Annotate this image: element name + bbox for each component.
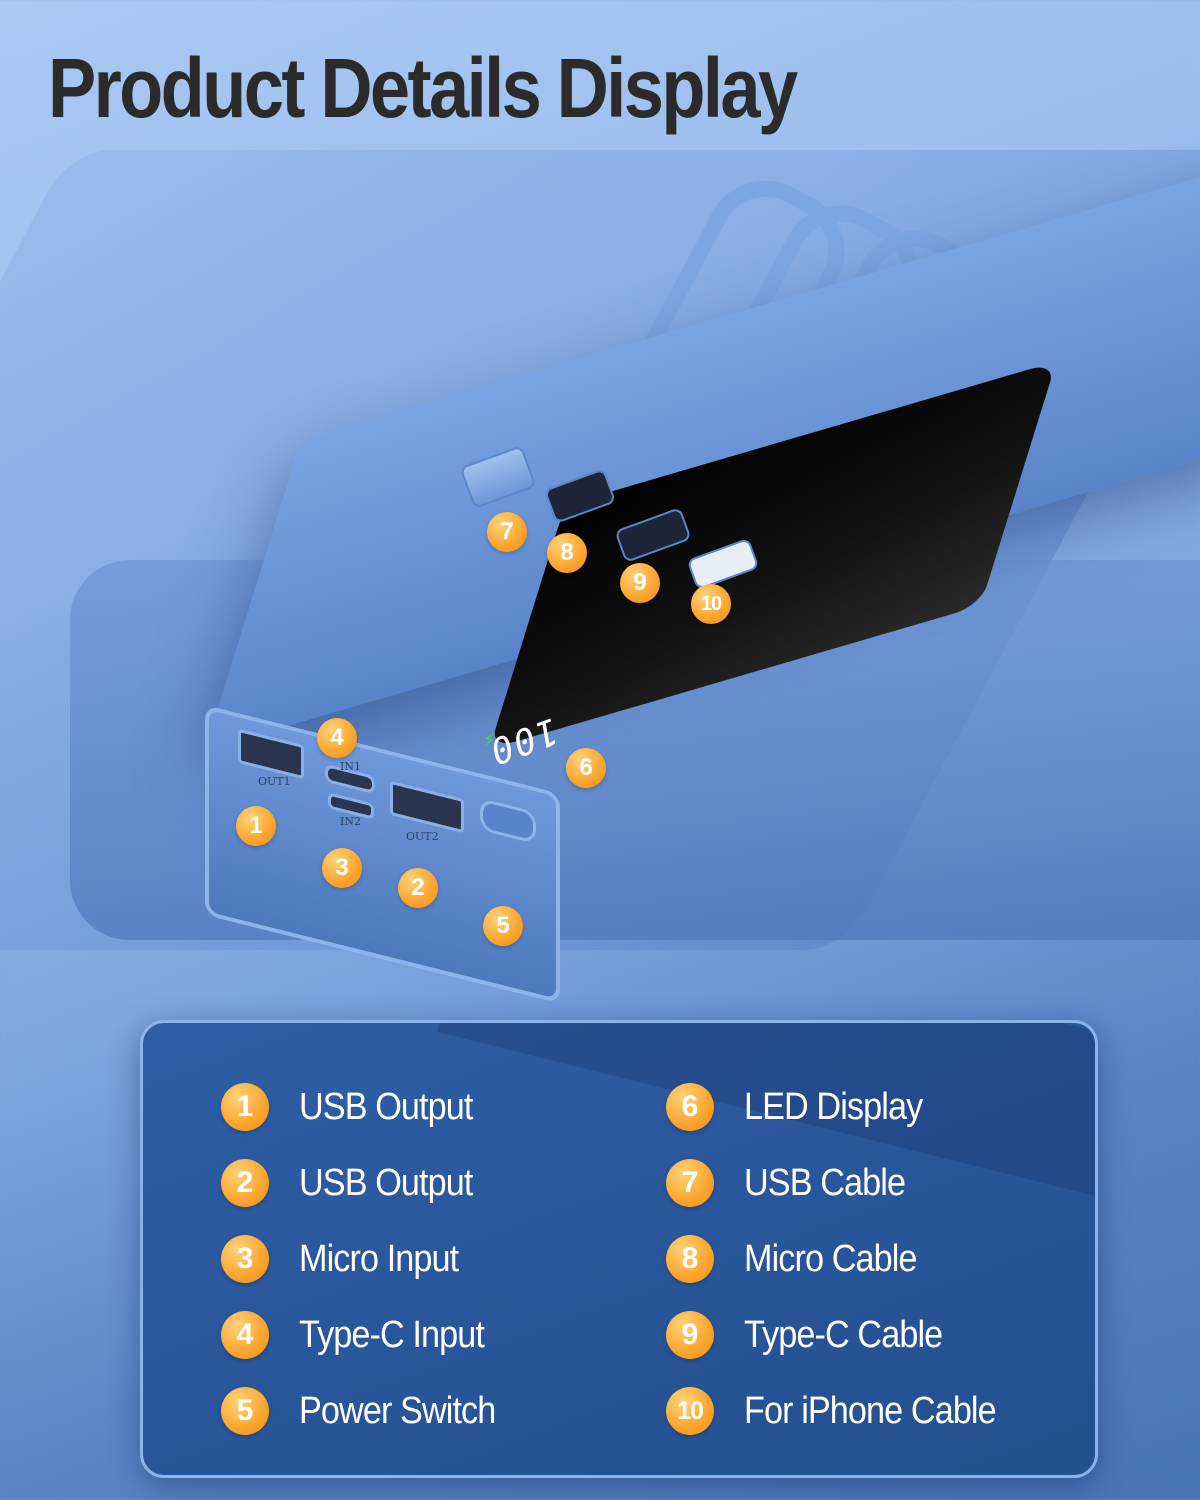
legend-label: Micro Input	[299, 1237, 459, 1280]
label-in2: IN2	[340, 815, 361, 828]
panel-shade	[437, 1023, 1095, 1250]
legend-label: USB Output	[299, 1085, 473, 1128]
legend-badge: 4	[221, 1311, 269, 1359]
legend-item-7: 7 USB Cable	[666, 1159, 923, 1207]
legend-label: For iPhone Cable	[744, 1389, 997, 1432]
page-title: Product Details Display	[48, 41, 798, 135]
legend-label: Type-C Cable	[744, 1313, 943, 1356]
callout-9: 9	[620, 563, 660, 603]
legend-item-1: 1 USB Output	[221, 1083, 492, 1131]
legend-item-3: 3 Micro Input	[221, 1235, 476, 1283]
legend-badge: 3	[221, 1235, 269, 1283]
callout-8: 8	[547, 533, 587, 573]
legend-badge: 8	[666, 1235, 714, 1283]
legend-badge: 1	[221, 1083, 269, 1131]
callout-6: 6	[566, 748, 606, 788]
callout-3: 3	[322, 848, 362, 888]
legend-badge: 2	[221, 1159, 269, 1207]
legend-badge: 9	[666, 1311, 714, 1359]
legend-badge: 10	[666, 1387, 714, 1435]
legend-label: LED Display	[744, 1085, 923, 1128]
legend-badge: 5	[221, 1387, 269, 1435]
callout-2: 2	[398, 868, 438, 908]
callout-5: 5	[483, 906, 523, 946]
legend-item-4: 4 Type-C Input	[221, 1311, 505, 1359]
callout-1: 1	[236, 806, 276, 846]
legend-label: Micro Cable	[744, 1237, 917, 1280]
callout-4: 4	[317, 718, 357, 758]
legend-panel: 1 USB Output 2 USB Output 3 Micro Input …	[140, 1020, 1098, 1478]
label-out2: OUT2	[406, 830, 439, 843]
legend-badge: 7	[666, 1159, 714, 1207]
callout-7: 7	[487, 512, 527, 552]
label-out1: OUT1	[258, 775, 291, 788]
legend-item-9: 9 Type-C Cable	[666, 1311, 964, 1359]
callout-10: 10	[691, 584, 731, 624]
legend-label: USB Output	[299, 1161, 473, 1204]
label-in1: IN1	[340, 760, 361, 773]
legend-item-10: 10 For iPhone Cable	[666, 1387, 1024, 1435]
charging-bolt-icon: ⚡	[483, 730, 496, 750]
legend-item-5: 5 Power Switch	[221, 1387, 517, 1435]
legend-label: USB Cable	[744, 1161, 906, 1204]
legend-badge: 6	[666, 1083, 714, 1131]
legend-item-2: 2 USB Output	[221, 1159, 492, 1207]
legend-label: Type-C Input	[299, 1313, 485, 1356]
legend-item-8: 8 Micro Cable	[666, 1235, 936, 1283]
legend-item-6: 6 LED Display	[666, 1083, 942, 1131]
legend-label: Power Switch	[299, 1389, 496, 1432]
